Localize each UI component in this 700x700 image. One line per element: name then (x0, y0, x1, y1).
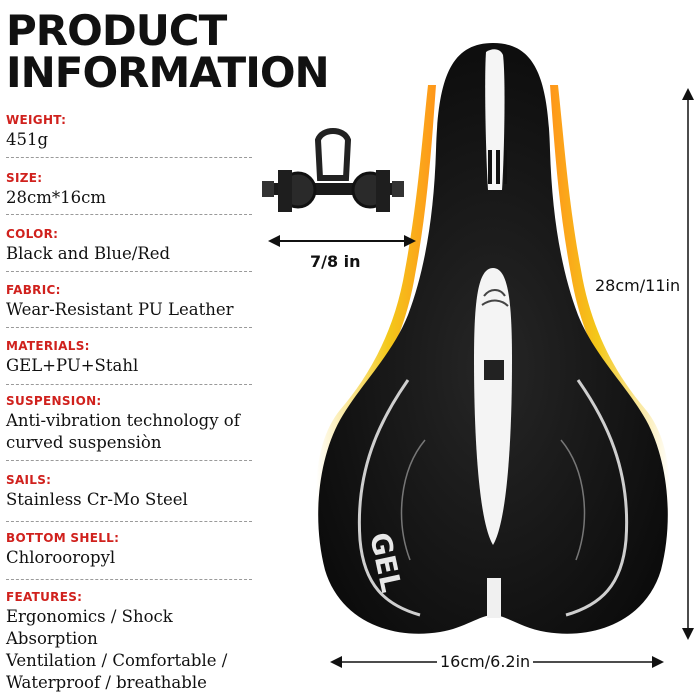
spec-sails: SAILS: Stainless Cr-Mo Steel (6, 473, 252, 522)
spec-color: COLOR: Black and Blue/Red (6, 227, 252, 272)
rail-width-label: 7/8 in (310, 252, 361, 271)
spec-value: 451g (6, 130, 49, 149)
spec-value: 28cm*16cm (6, 188, 107, 207)
spec-value: Stainless Cr-Mo Steel (6, 490, 188, 509)
edge-line-right (565, 379, 629, 617)
spec-materials: MATERIALS: GEL+PU+Stahl (6, 339, 252, 385)
spec-label: BOTTOM SHELL: (6, 531, 120, 545)
divider (6, 327, 252, 328)
spec-label: FEATURES: (6, 590, 83, 604)
inner-line-right (560, 439, 586, 561)
spec-label: SUSPENSION: (6, 394, 102, 408)
spec-bottom-shell: BOTTOM SHELL: Chlorooropyl (6, 531, 252, 580)
spec-value: Black and Blue/Red (6, 244, 171, 263)
spec-features: FEATURES: Ergonomics / Shock Absorption … (6, 590, 252, 694)
spec-value: GEL+PU+Stahl (6, 356, 139, 375)
vent-stripes (488, 150, 507, 184)
spec-value-line-1: Ergonomics / Shock Absorption (6, 607, 173, 648)
spec-value: Chlorooropyl (6, 548, 116, 567)
rear-stripe (487, 578, 501, 618)
divider (6, 384, 252, 385)
spec-label: COLOR: (6, 227, 59, 241)
divider (6, 214, 252, 215)
spec-label: SAILS: (6, 473, 52, 487)
title-line-1: PRODUCT (6, 6, 227, 55)
spec-size: SIZE: 28cm*16cm (6, 171, 252, 215)
spring-detail (481, 289, 509, 307)
length-label: 28cm/11in (593, 276, 683, 295)
length-arrow (682, 88, 694, 640)
divider (6, 579, 252, 580)
edge-line-left (357, 379, 421, 617)
spec-fabric: FABRIC: Wear-Resistant PU Leather (6, 283, 252, 328)
spec-label: MATERIALS: (6, 339, 90, 353)
spec-label: WEIGHT: (6, 113, 67, 127)
width-label: 16cm/6.2in (437, 652, 534, 671)
page-title: PRODUCT INFORMATION (6, 6, 330, 97)
spec-suspension: SUSPENSION: Anti-vibration technology of… (6, 394, 252, 461)
divider (6, 271, 252, 272)
divider (6, 157, 252, 158)
spec-value-line-1: Anti-vibration technology of (6, 411, 240, 430)
spec-value-line-3: Waterproof / breathable (6, 673, 207, 692)
spec-label: FABRIC: (6, 283, 61, 297)
spec-label: SIZE: (6, 171, 43, 185)
rail-detail (484, 360, 504, 380)
inner-line-left (400, 439, 426, 561)
rail-width-arrow (268, 235, 416, 247)
title-line-2: INFORMATION (6, 48, 330, 97)
spec-value-line-2: Ventilation / Comfortable / (6, 651, 228, 670)
spec-value: Wear-Resistant PU Leather (6, 300, 234, 319)
seat-cutout (474, 268, 512, 545)
spec-value-line-2: curved suspensiòn (6, 433, 162, 452)
seat-clamp-icon (262, 128, 404, 212)
divider (6, 521, 252, 522)
spec-weight: WEIGHT: 451g (6, 113, 252, 158)
divider (6, 460, 252, 461)
